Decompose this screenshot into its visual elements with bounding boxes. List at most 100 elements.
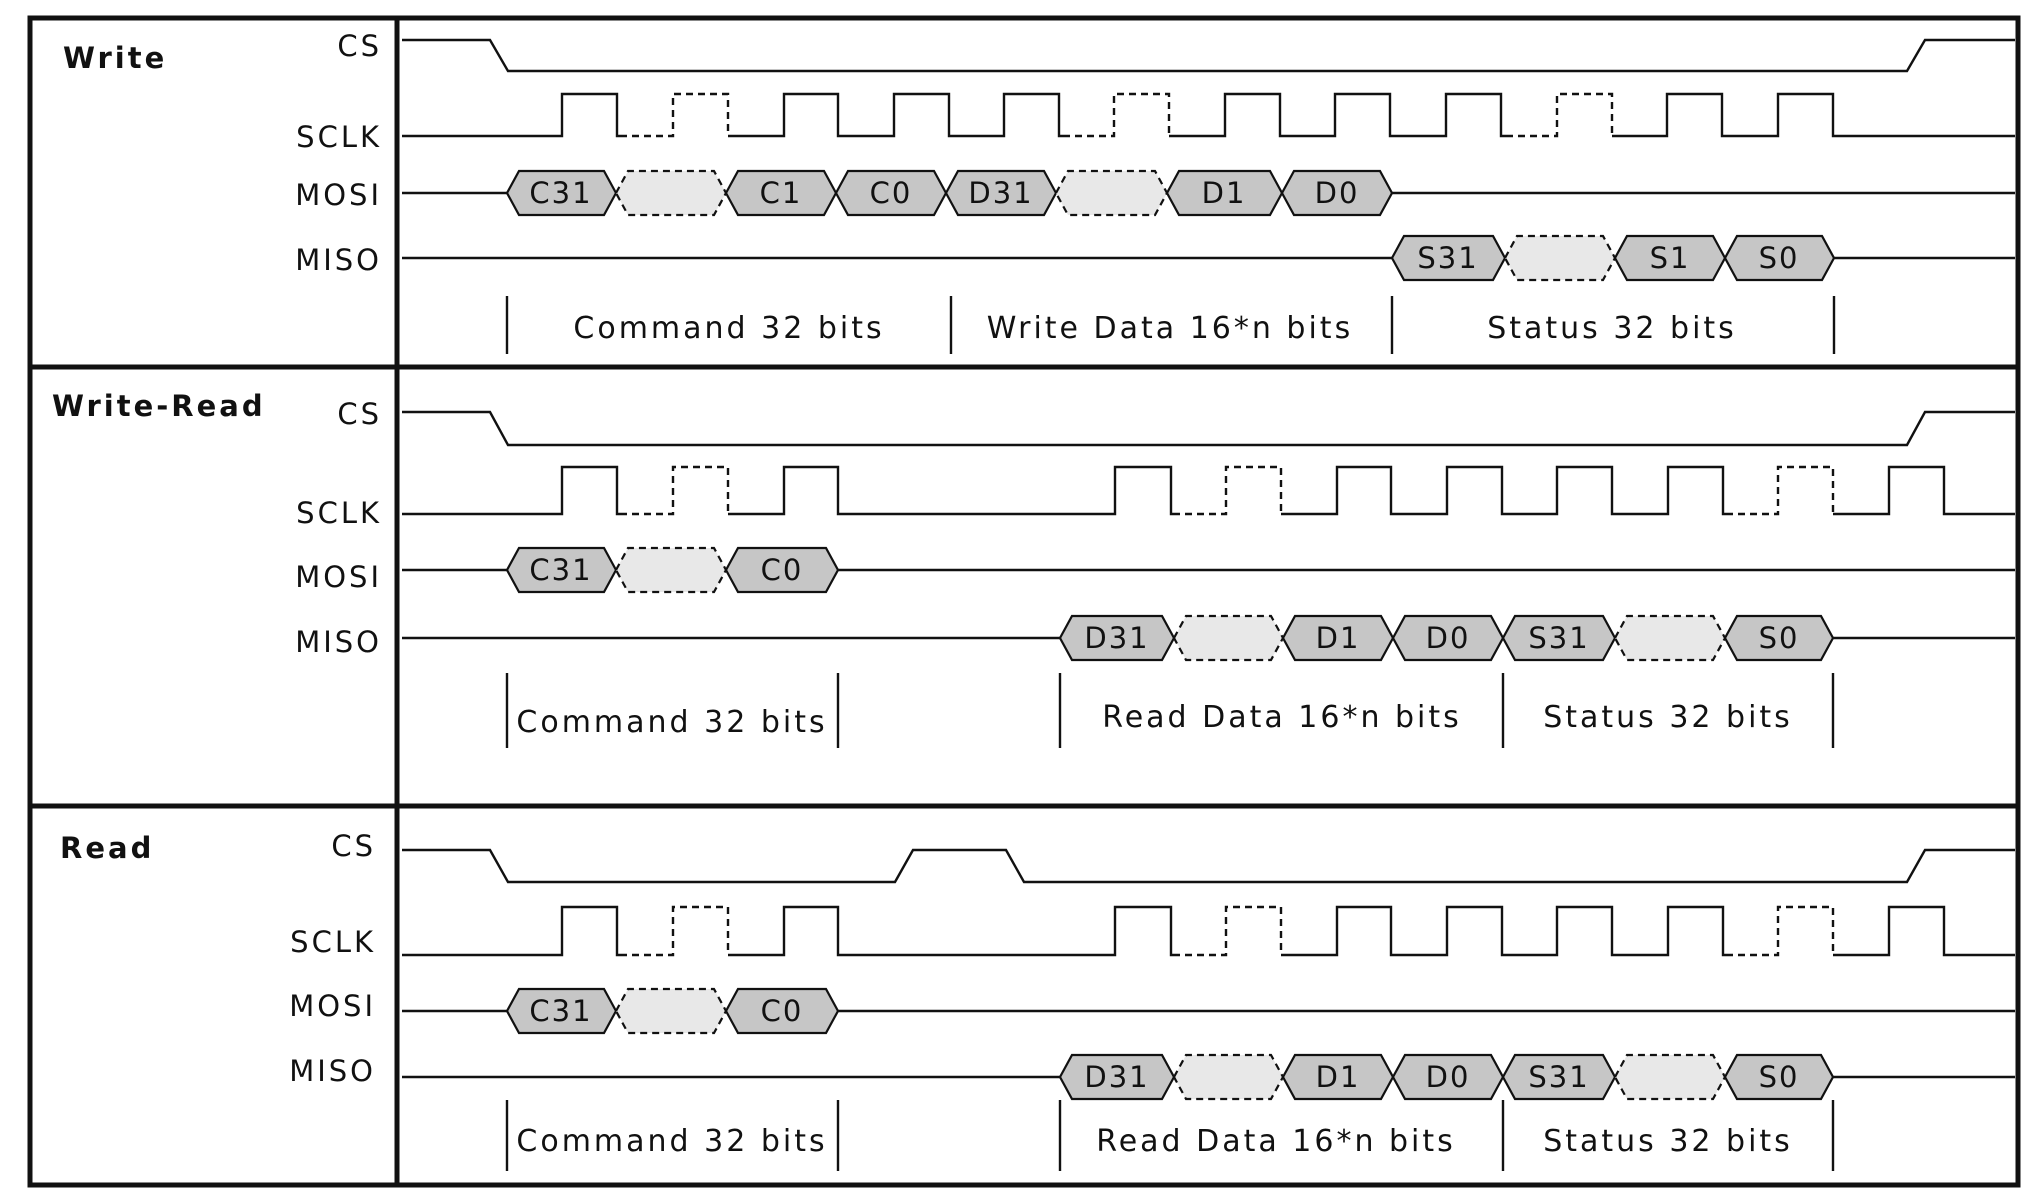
panel-title: Write-Read: [52, 389, 266, 423]
signal-label-mosi: MOSI: [295, 560, 382, 594]
mosi-bit-gap: [1054, 169, 1169, 217]
miso-bit-s0: S0: [1723, 234, 1836, 282]
bit-label: C1: [760, 176, 803, 210]
cs-waveform: [402, 410, 2015, 447]
mosi-bit-c0: C0: [834, 169, 948, 217]
miso-bit-gap: [1613, 1053, 1727, 1101]
miso-bit-d0: D0: [1391, 614, 1505, 662]
mosi-bit-gap: [614, 169, 728, 217]
bit-label: D1: [1316, 1060, 1361, 1094]
signal-label-cs: CS: [337, 29, 382, 63]
signal-label-miso: MISO: [295, 625, 382, 659]
panel-title: Write: [63, 41, 167, 75]
signal-label-miso: MISO: [289, 1054, 376, 1088]
bit-label: D0: [1315, 176, 1360, 210]
segment-read-data: Read Data 16*n bits: [1102, 700, 1462, 735]
miso-bit-s0: S0: [1723, 614, 1835, 662]
miso-bit-s31: S31: [1501, 614, 1617, 662]
bit-label: S1: [1650, 241, 1691, 275]
cs-waveform: [402, 848, 2015, 884]
signal-label-mosi: MOSI: [289, 989, 376, 1023]
segment-markers: Command 32 bits Read Data 16*n bits Stat…: [505, 673, 1835, 748]
mosi-line: C31 C0: [402, 987, 2015, 1035]
bit-label: C31: [529, 994, 592, 1028]
segment-status: Status 32 bits: [1487, 311, 1737, 346]
bit-label: C31: [529, 553, 592, 587]
panel-write-read: Write-Read CS SCLK MOSI MISO C31: [52, 389, 2015, 748]
mosi-line: C31 C1 C0 D31 D1: [402, 169, 2015, 217]
sclk-waveform: [402, 465, 2015, 516]
bit-label: S31: [1417, 241, 1478, 275]
sclk-waveform: [402, 92, 2015, 138]
miso-line: D31 D1 D0 S31 S0: [402, 1053, 2015, 1101]
bit-label: D31: [1084, 1060, 1149, 1094]
mosi-bit-gap: [614, 987, 728, 1035]
miso-bit-d31: D31: [1058, 614, 1176, 662]
signal-label-mosi: MOSI: [295, 178, 382, 212]
miso-bit-gap: [1613, 614, 1727, 662]
mosi-bit-c31: C31: [505, 546, 618, 594]
miso-line: S31 S1 S0: [402, 234, 2015, 282]
miso-bit-s1: S1: [1613, 234, 1727, 282]
bit-label: D1: [1202, 176, 1247, 210]
bit-label: S31: [1528, 1060, 1589, 1094]
sclk-waveform: [402, 905, 2015, 957]
mosi-bit-c31: C31: [505, 987, 618, 1035]
mosi-bit-c31: C31: [505, 169, 618, 217]
signal-label-cs: CS: [331, 829, 376, 863]
segment-status: Status 32 bits: [1543, 700, 1793, 735]
segment-command: Command 32 bits: [516, 1124, 827, 1159]
bit-label: D31: [1084, 621, 1149, 655]
miso-line: D31 D1 D0 S31 S0: [402, 614, 2015, 662]
panel-title: Read: [60, 831, 154, 865]
bit-label: C0: [761, 553, 804, 587]
bit-label: S31: [1528, 621, 1589, 655]
miso-bit-d1: D1: [1281, 1053, 1395, 1101]
segment-write-data: Write Data 16*n bits: [987, 311, 1353, 346]
panel-read: Read CS SCLK MOSI MISO C31 C0: [60, 829, 2015, 1171]
miso-bit-gap: [1172, 1053, 1285, 1101]
bit-label: D31: [968, 176, 1033, 210]
miso-bit-gap: [1172, 614, 1285, 662]
signal-label-sclk: SCLK: [290, 925, 376, 959]
signal-label-miso: MISO: [295, 243, 382, 277]
miso-bit-d0: D0: [1391, 1053, 1505, 1101]
cs-waveform: [402, 38, 2015, 73]
miso-bit-d1: D1: [1281, 614, 1395, 662]
mosi-bit-d31: D31: [944, 169, 1058, 217]
miso-bit-s31: S31: [1390, 234, 1507, 282]
mosi-bit-c0: C0: [724, 987, 840, 1035]
mosi-line: C31 C0: [402, 546, 2015, 594]
panel-write: Write CS SCLK MOSI MISO C31 C: [63, 29, 2015, 354]
bit-label: S0: [1759, 621, 1800, 655]
bit-label: D0: [1426, 1060, 1471, 1094]
segment-read-data: Read Data 16*n bits: [1096, 1124, 1456, 1159]
mosi-bit-c0: C0: [724, 546, 840, 594]
bit-label: D1: [1316, 621, 1361, 655]
mosi-bit-gap: [614, 546, 728, 594]
signal-label-cs: CS: [337, 397, 382, 431]
segment-markers: Command 32 bits Write Data 16*n bits Sta…: [505, 296, 1836, 354]
miso-bit-s31: S31: [1501, 1053, 1617, 1101]
mosi-bit-d1: D1: [1165, 169, 1284, 217]
bit-label: S0: [1759, 241, 1800, 275]
segment-command: Command 32 bits: [516, 705, 827, 740]
signal-label-sclk: SCLK: [296, 120, 382, 154]
miso-bit-gap: [1503, 234, 1617, 282]
signal-label-sclk: SCLK: [296, 496, 382, 530]
segment-command: Command 32 bits: [573, 311, 884, 346]
bit-label: C0: [870, 176, 913, 210]
bit-label: C31: [529, 176, 592, 210]
miso-bit-s0: S0: [1723, 1053, 1835, 1101]
diagram-frame: [27, 15, 2021, 1188]
mosi-bit-c1: C1: [724, 169, 838, 217]
segment-markers: Command 32 bits Read Data 16*n bits Stat…: [505, 1100, 1835, 1171]
bit-label: D0: [1426, 621, 1471, 655]
mosi-bit-d0: D0: [1280, 169, 1394, 217]
miso-bit-d31: D31: [1058, 1053, 1176, 1101]
bit-label: S0: [1759, 1060, 1800, 1094]
segment-status: Status 32 bits: [1543, 1124, 1793, 1159]
bit-label: C0: [761, 994, 804, 1028]
